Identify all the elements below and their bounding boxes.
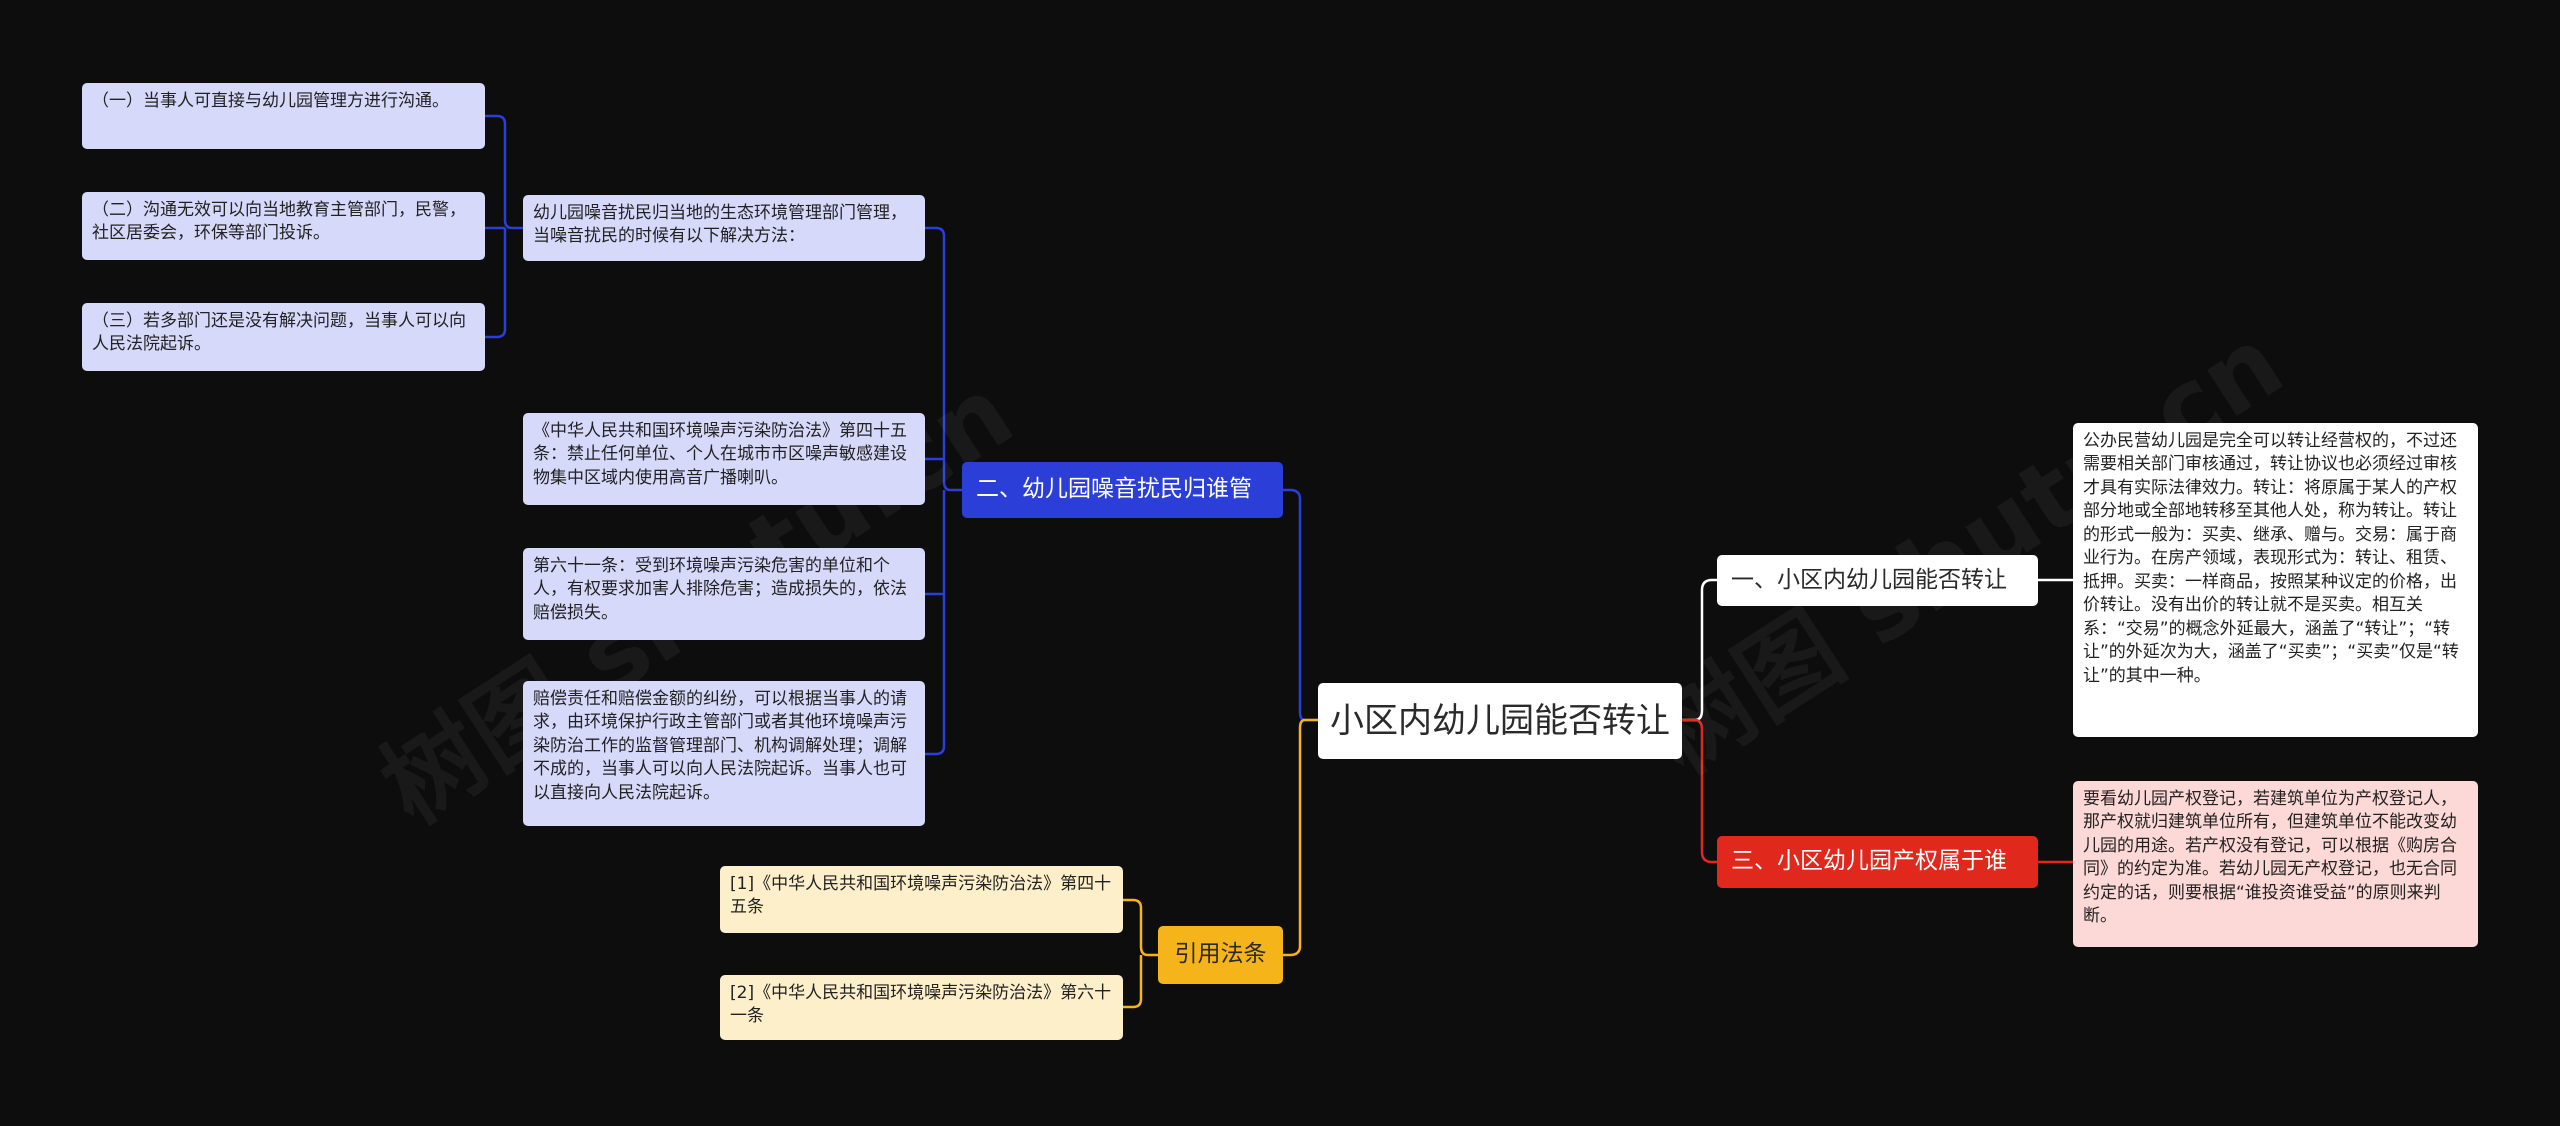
branch-node-citations[interactable]: 引用法条 bbox=[1158, 926, 1283, 984]
leaf-text: （二）沟通无效可以向当地教育主管部门，民警，社区居委会，环保等部门投诉。 bbox=[92, 200, 466, 244]
link-root-b3 bbox=[1682, 718, 1717, 864]
branch-label: 一、小区内幼儿园能否转让 bbox=[1731, 566, 2007, 593]
leaf-ownership-text[interactable]: 要看幼儿园产权登记，若建筑单位为产权登记人，那产权就归建筑单位所有，但建筑单位不… bbox=[2073, 781, 2478, 947]
branch-node-noise[interactable]: 二、幼儿园噪音扰民归谁管 bbox=[962, 462, 1283, 518]
root-node[interactable]: 小区内幼儿园能否转让 bbox=[1318, 683, 1682, 759]
link-b4-items bbox=[1123, 898, 1158, 1009]
branch-label: 二、幼儿园噪音扰民归谁管 bbox=[976, 476, 1252, 503]
leaf-text: （一）当事人可直接与幼儿园管理方进行沟通。 bbox=[92, 91, 449, 111]
link-root-b4 bbox=[1283, 718, 1318, 957]
leaf-law-61[interactable]: 第六十一条：受到环境噪声污染危害的单位和个人，有权要求加害人排除危害；造成损失的… bbox=[523, 548, 925, 640]
link-root-b1 bbox=[1682, 578, 1717, 722]
branch-node-transfer[interactable]: 一、小区内幼儿园能否转让 bbox=[1717, 555, 2038, 606]
leaf-text: 第六十一条：受到环境噪声污染危害的单位和个人，有权要求加害人排除危害；造成损失的… bbox=[533, 556, 907, 623]
leaf-law-45[interactable]: 《中华人民共和国环境噪声污染防治法》第四十五条：禁止任何单位、个人在城市市区噪声… bbox=[523, 413, 925, 505]
leaf-text: （三）若多部门还是没有解决问题，当事人可以向人民法院起诉。 bbox=[92, 311, 466, 355]
leaf-citation-2[interactable]: [2]《中华人民共和国环境噪声污染防治法》第六十一条 bbox=[720, 975, 1123, 1040]
leaf-transfer-text[interactable]: 公办民营幼儿园是完全可以转让经营权的，不过还需要相关部门审核通过，转让协议也必须… bbox=[2073, 423, 2478, 737]
leaf-remedy-3[interactable]: （三）若多部门还是没有解决问题，当事人可以向人民法院起诉。 bbox=[82, 303, 485, 371]
leaf-remedy-1[interactable]: （一）当事人可直接与幼儿园管理方进行沟通。 bbox=[82, 83, 485, 149]
link-b2-children bbox=[925, 226, 962, 756]
leaf-text: [1]《中华人民共和国环境噪声污染防治法》第四十五条 bbox=[730, 874, 1112, 918]
leaf-citation-1[interactable]: [1]《中华人民共和国环境噪声污染防治法》第四十五条 bbox=[720, 866, 1123, 933]
leaf-remedy-2[interactable]: （二）沟通无效可以向当地教育主管部门，民警，社区居委会，环保等部门投诉。 bbox=[82, 192, 485, 260]
branch-label: 三、小区幼儿园产权属于谁 bbox=[1731, 848, 2007, 875]
leaf-text: 赔偿责任和赔偿金额的纠纷，可以根据当事人的请求，由环境保护行政主管部门或者其他环… bbox=[533, 689, 907, 803]
leaf-noise-authority[interactable]: 幼儿园噪音扰民归当地的生态环境管理部门管理，当噪音扰民的时候有以下解决方法： bbox=[523, 195, 925, 261]
leaf-text: 公办民营幼儿园是完全可以转让经营权的，不过还需要相关部门审核通过，转让协议也必须… bbox=[2083, 431, 2459, 686]
leaf-text: 《中华人民共和国环境噪声污染防治法》第四十五条：禁止任何单位、个人在城市市区噪声… bbox=[533, 421, 907, 488]
link-sub-items bbox=[485, 114, 523, 339]
leaf-text: [2]《中华人民共和国环境噪声污染防治法》第六十一条 bbox=[730, 983, 1112, 1027]
leaf-law-compensation[interactable]: 赔偿责任和赔偿金额的纠纷，可以根据当事人的请求，由环境保护行政主管部门或者其他环… bbox=[523, 681, 925, 826]
branch-label: 引用法条 bbox=[1174, 941, 1267, 968]
leaf-text: 幼儿园噪音扰民归当地的生态环境管理部门管理，当噪音扰民的时候有以下解决方法： bbox=[533, 203, 907, 247]
root-label: 小区内幼儿园能否转让 bbox=[1330, 700, 1670, 741]
leaf-text: 要看幼儿园产权登记，若建筑单位为产权登记人，那产权就归建筑单位所有，但建筑单位不… bbox=[2083, 789, 2457, 927]
link-root-b2 bbox=[1283, 488, 1318, 722]
branch-node-ownership[interactable]: 三、小区幼儿园产权属于谁 bbox=[1717, 836, 2038, 888]
